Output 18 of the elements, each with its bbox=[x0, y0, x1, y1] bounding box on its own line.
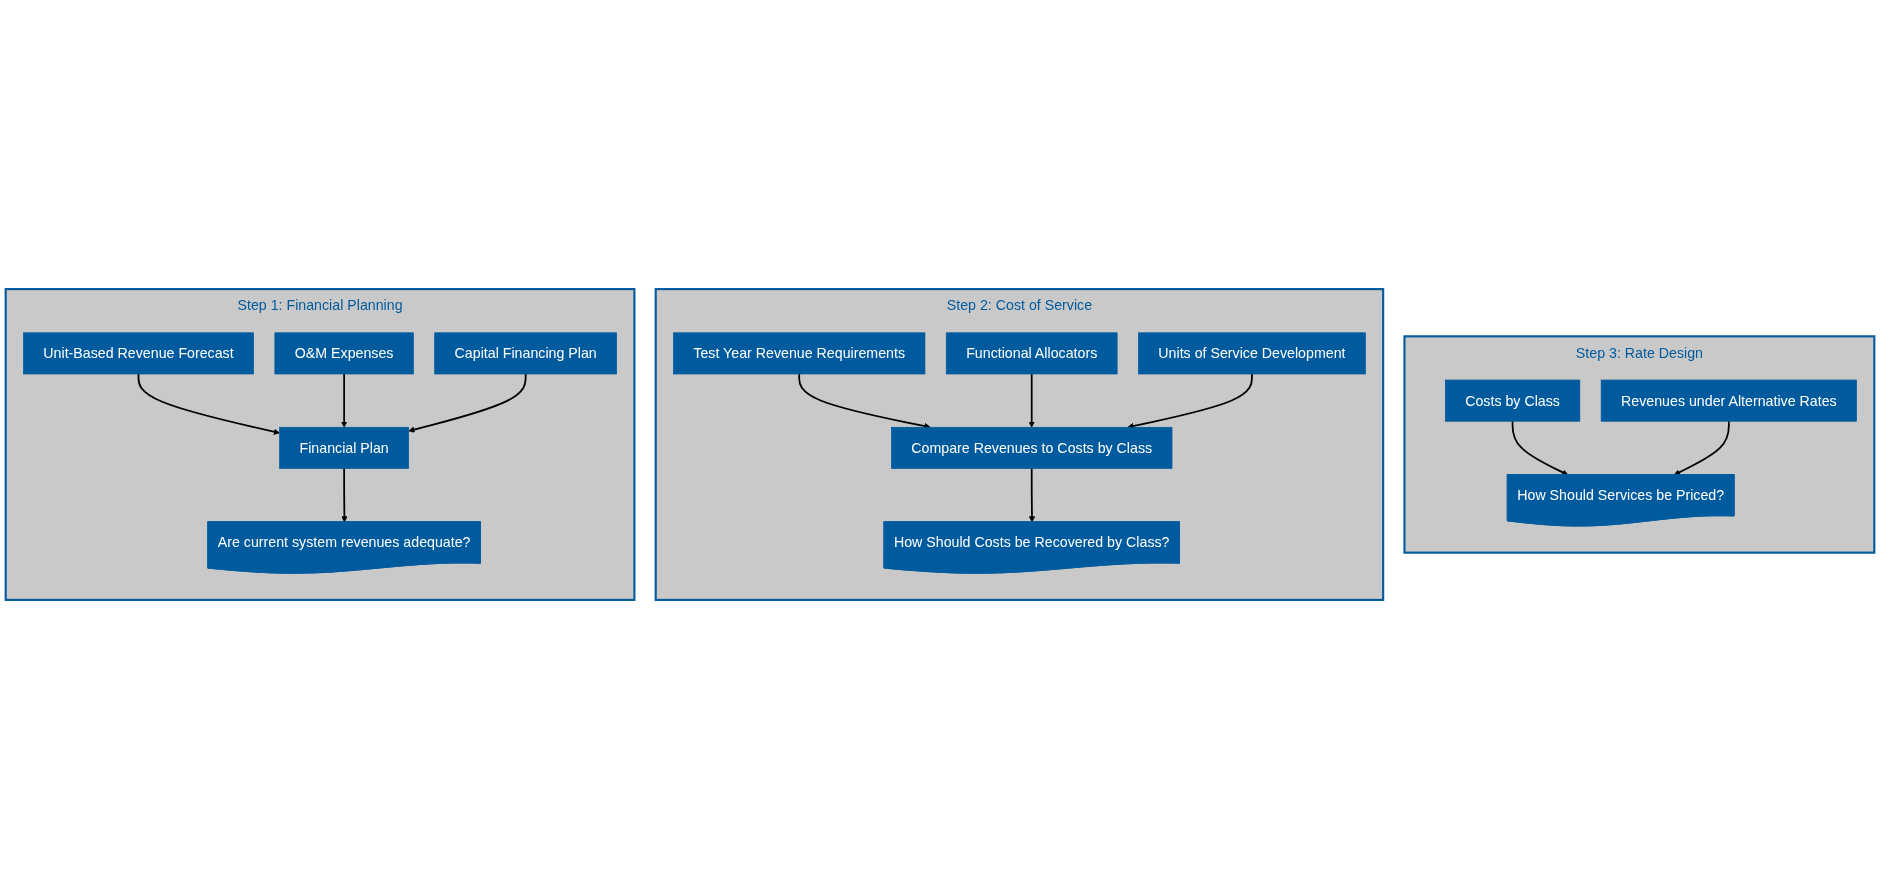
node-box: O&M Expenses bbox=[274, 332, 414, 375]
node-box: Capital Financing Plan bbox=[434, 332, 617, 375]
node-box: Revenues under Alternative Rates bbox=[1600, 379, 1857, 422]
arrow bbox=[408, 373, 527, 433]
node-box: Unit-Based Revenue Forecast bbox=[23, 332, 254, 375]
arrow bbox=[341, 373, 348, 428]
node-box: Units of Service Development bbox=[1138, 332, 1366, 375]
arrow bbox=[1673, 420, 1730, 476]
arrow bbox=[137, 373, 280, 435]
node-box: Compare Revenues to Costs by Class bbox=[891, 426, 1173, 469]
arrow bbox=[1028, 373, 1035, 428]
arrow bbox=[1511, 420, 1569, 476]
node-box: Functional Allocators bbox=[945, 332, 1118, 375]
arrow bbox=[341, 467, 348, 523]
node-box: Costs by Class bbox=[1444, 379, 1581, 422]
node-box: Financial Plan bbox=[279, 426, 409, 469]
arrow bbox=[1028, 467, 1036, 523]
node-box: Test Year Revenue Requirements bbox=[673, 332, 926, 375]
